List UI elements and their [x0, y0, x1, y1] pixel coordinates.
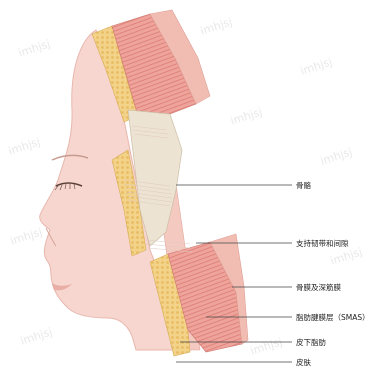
label-bone: 骨骼 [296, 181, 311, 190]
label-retaining-ligament: 支持韧带和间隙 [296, 239, 349, 248]
label-smas: 脂肪腱膜层（SMAS） [296, 313, 370, 322]
label-subcutaneous-fat: 皮下脂肪 [296, 338, 326, 347]
label-periosteum-deep-fascia: 骨膜及深筋膜 [296, 283, 341, 292]
label-skin: 皮肤 [296, 358, 311, 367]
